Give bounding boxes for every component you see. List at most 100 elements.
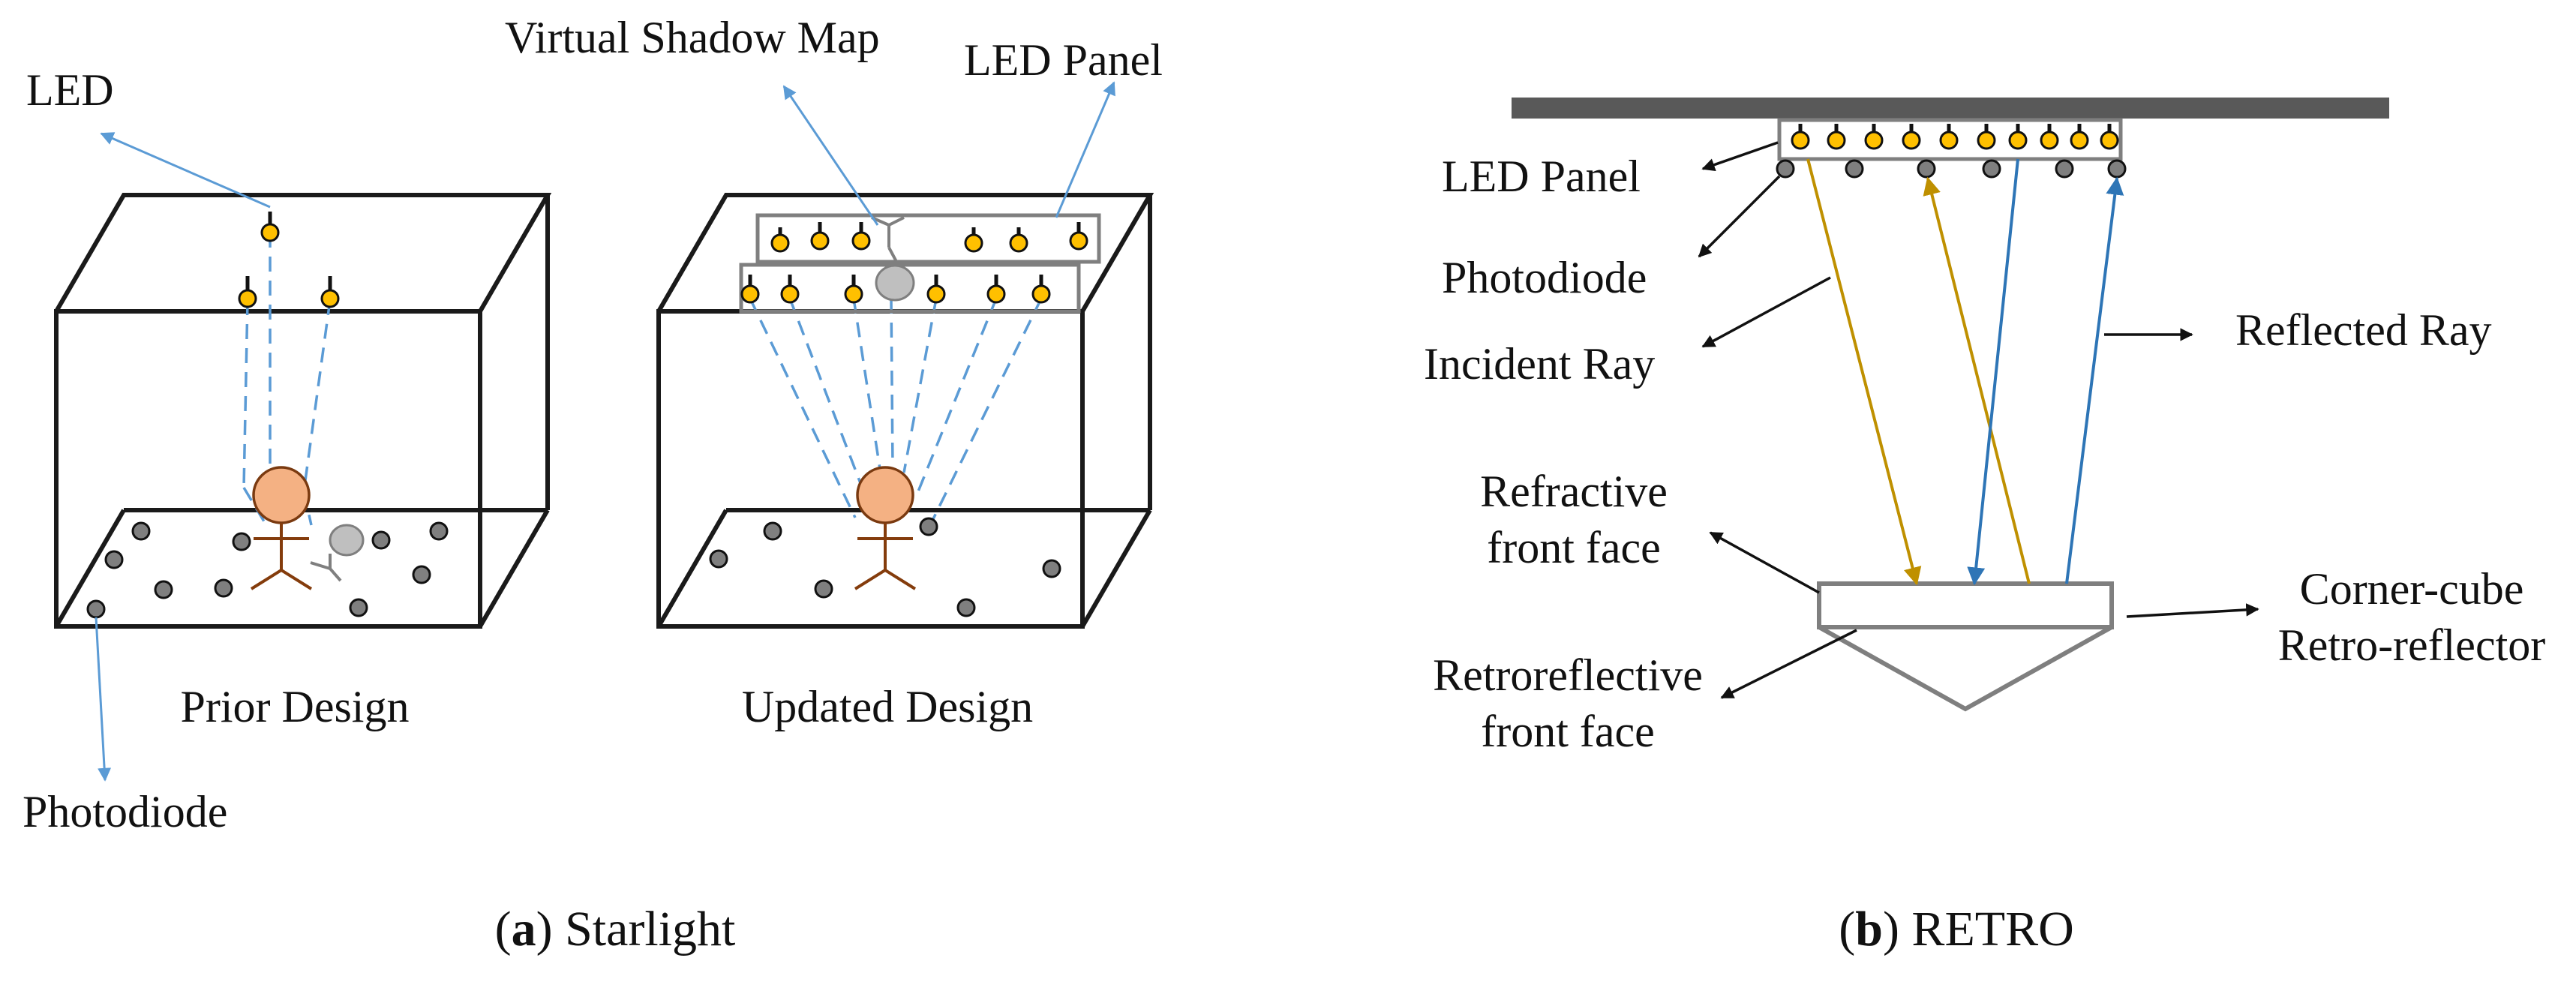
rays <box>1806 158 2124 586</box>
photodiode-icon <box>814 579 833 599</box>
led-icon <box>964 227 983 253</box>
led-panel-pointer <box>1701 141 1779 172</box>
photodiode-icon <box>763 521 782 541</box>
led-icon <box>1009 227 1028 253</box>
updated-design-label: Updated Design <box>742 682 1033 731</box>
photodiode-icon <box>412 565 431 584</box>
retroreflective-label-line2: front face <box>1481 707 1655 756</box>
reflected-ray-blue <box>2065 176 2124 584</box>
photodiode-icon <box>1776 159 1795 179</box>
ceiling-bar <box>1512 98 2389 119</box>
updated-led-panel-front <box>739 263 1081 314</box>
reflected-ray-gold <box>1923 176 2031 584</box>
photodiode-icon <box>154 580 173 599</box>
incident-ray-gold <box>1806 158 1922 586</box>
updated-photodiodes <box>709 517 1061 617</box>
retro-photodiodes <box>1776 159 2127 179</box>
updated-design-diagram: Virtual Shadow Map LED Panel Updated Des… <box>505 13 1163 731</box>
led-icon <box>810 222 830 251</box>
cornercube-label-line1: Corner-cube <box>2300 564 2524 614</box>
photodiode-label: Photodiode <box>23 787 227 836</box>
led-icon <box>780 275 800 304</box>
led-icon <box>740 275 760 304</box>
led-icon <box>2100 124 2119 150</box>
led-icon <box>1977 124 1996 150</box>
led-icon <box>851 222 871 251</box>
led-icon <box>844 275 863 304</box>
photodiode-icon <box>214 578 233 598</box>
shadow-map-label: Virtual Shadow Map <box>505 13 880 62</box>
photodiode-icon <box>2055 159 2074 179</box>
retro-led-panel-label: LED Panel <box>1442 152 1641 201</box>
led-icon <box>2040 124 2059 150</box>
led-icon <box>1864 124 1884 150</box>
person-icon <box>250 466 313 590</box>
virtual-shadow-map-figure <box>871 216 915 302</box>
led-icon <box>986 275 1006 304</box>
refractive-label-line2: front face <box>1487 523 1661 572</box>
photodiode-icon <box>956 598 976 617</box>
led-icon <box>1031 275 1051 304</box>
photodiode-icon <box>1845 159 1864 179</box>
caption-b: (b) RETRO <box>1839 902 2074 956</box>
updated-room-box <box>656 193 1154 629</box>
led-icon <box>770 227 790 253</box>
led-icon <box>2070 124 2089 150</box>
photodiode-icon <box>2107 159 2127 179</box>
retro-photodiode-label: Photodiode <box>1442 253 1647 302</box>
retro-pointers <box>1698 141 2259 699</box>
caption-a-text: Starlight <box>553 902 736 956</box>
shadow-map-pointer <box>782 85 879 226</box>
person-icon <box>854 466 917 590</box>
cornercube-label-line2: Retro-reflector <box>2278 620 2545 670</box>
prior-room-box <box>54 193 552 629</box>
prior-shadow <box>310 524 365 582</box>
incident-ray-label: Incident Ray <box>1424 339 1655 389</box>
caption-b-letter: b <box>1855 902 1883 956</box>
led-panel-label: LED Panel <box>964 35 1163 85</box>
photodiode-icon <box>104 550 124 569</box>
photodiode-icon <box>1042 559 1061 578</box>
led-pointer <box>100 132 271 209</box>
prior-design-diagram: LED Photodiode Prior Design <box>23 65 552 836</box>
photodiode-icon <box>86 599 106 619</box>
caption-a: (a) Starlight <box>495 902 736 956</box>
prior-photodiodes <box>86 521 449 619</box>
led-panel-pointer <box>1055 81 1115 218</box>
updated-led-panel-back <box>755 213 1101 264</box>
prior-leds <box>238 212 340 308</box>
led-icon <box>926 275 946 304</box>
photodiode-pointer <box>95 617 112 782</box>
incident-ray-pointer <box>1701 276 1831 348</box>
photodiode-icon <box>1917 159 1936 179</box>
led-icon <box>1791 124 1810 150</box>
photodiode-icon <box>709 549 728 569</box>
led-icon <box>320 276 340 308</box>
photodiode-icon <box>919 517 938 536</box>
photodiode-icon <box>349 598 368 617</box>
retro-diagram: LED Panel Photodiode Incident Ray Reflec… <box>1424 98 2545 756</box>
led-icon <box>1902 124 1921 150</box>
retroreflective-pointer <box>1720 629 1857 699</box>
led-icon <box>2008 124 2028 150</box>
led-icon <box>1939 124 1959 150</box>
led-icon <box>1827 124 1846 150</box>
led-icon <box>238 276 257 308</box>
photodiode-pointer <box>1698 175 1781 258</box>
cornercube-pointer <box>2126 603 2259 618</box>
photodiode-icon <box>1982 159 2001 179</box>
photodiode-icon <box>131 521 151 541</box>
retroreflector <box>1817 581 2114 712</box>
reflected-ray-label: Reflected Ray <box>2235 305 2492 355</box>
led-icon <box>1069 222 1088 251</box>
caption-a-letter: a <box>512 902 536 956</box>
photodiode-icon <box>371 530 391 550</box>
updated-light-paths <box>749 298 1043 526</box>
photodiode-icon <box>232 532 251 551</box>
photodiode-icon <box>429 521 449 541</box>
refractive-pointer <box>1709 531 1820 594</box>
prior-design-label: Prior Design <box>181 682 410 731</box>
led-icon <box>260 212 280 242</box>
refractive-label-line1: Refractive <box>1480 467 1668 516</box>
